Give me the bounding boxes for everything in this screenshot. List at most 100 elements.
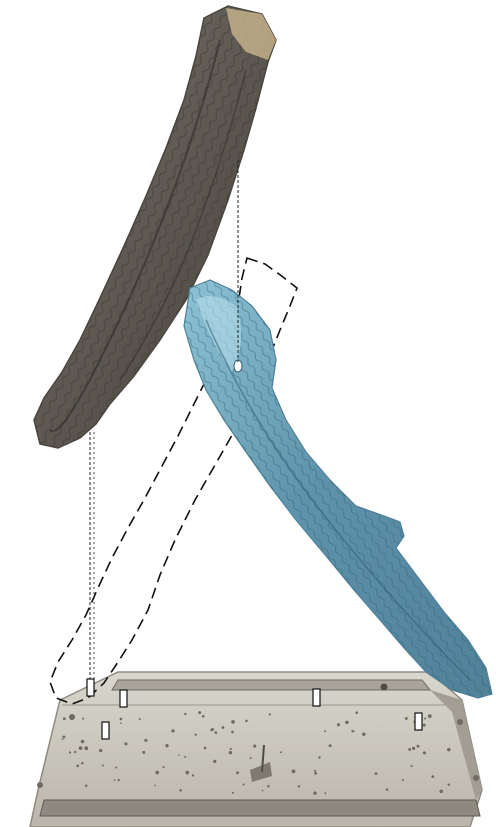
- plate-hole: [178, 754, 180, 756]
- plate-hole: [402, 779, 404, 781]
- plate-hole: [292, 770, 296, 774]
- plate-hole: [232, 792, 234, 794]
- plate-hole: [155, 771, 159, 775]
- plate-hole: [124, 742, 127, 745]
- plate-hole: [236, 771, 239, 774]
- plate-hole: [229, 751, 232, 754]
- plate-hole: [428, 714, 432, 718]
- plate-hole: [386, 788, 389, 791]
- plate-bolt: [37, 782, 43, 788]
- plate-hole: [165, 744, 168, 747]
- plate-hole: [99, 749, 102, 752]
- plate-hole: [269, 713, 271, 715]
- plate-hole: [120, 722, 122, 724]
- plate-hole: [202, 715, 205, 718]
- plate-hole: [314, 772, 317, 775]
- plate-hole: [120, 718, 123, 721]
- plate-hole: [314, 770, 316, 772]
- plate-hole: [324, 792, 326, 794]
- plate-bolt: [457, 719, 463, 725]
- plate-rail-front: [40, 800, 480, 816]
- plate-hole: [408, 748, 411, 751]
- plate-hole: [324, 730, 326, 732]
- plate-hole: [76, 765, 79, 768]
- plate-hole: [253, 745, 256, 748]
- plate-hole: [84, 746, 88, 750]
- plate-hole: [375, 772, 378, 775]
- plate-hole: [423, 751, 426, 754]
- plate-hole: [102, 764, 104, 766]
- plate-hole: [192, 774, 194, 776]
- plate-hole: [184, 756, 186, 758]
- plate-hole: [154, 785, 156, 787]
- alignment-marker-icon: [415, 713, 422, 730]
- plate-hole: [179, 789, 182, 792]
- plate-hole: [423, 724, 426, 727]
- alignment-marker-icon: [102, 722, 109, 739]
- plate-hole: [214, 731, 217, 734]
- plate-hole: [411, 765, 413, 767]
- plate-hole: [81, 740, 85, 744]
- plate-hole: [82, 718, 84, 720]
- plate-hole: [417, 745, 420, 748]
- plate-hole: [439, 790, 443, 794]
- plate-hole: [318, 756, 320, 758]
- mounting-plate: [30, 672, 482, 827]
- plate-bolt: [381, 684, 388, 691]
- plate-hole: [298, 785, 300, 787]
- plate-hole: [185, 771, 189, 775]
- plate-hole: [69, 751, 71, 753]
- plate-hole: [85, 785, 88, 788]
- plate-hole: [79, 746, 83, 750]
- plate-hole: [355, 711, 358, 714]
- plate-hole: [405, 717, 408, 720]
- plate-hole: [230, 748, 232, 750]
- plate-hole: [412, 747, 415, 750]
- plate-hole: [204, 747, 207, 750]
- plate-hole: [280, 751, 282, 753]
- plate-hole: [243, 783, 245, 785]
- plate-hole: [362, 732, 365, 735]
- plate-hole: [424, 717, 426, 719]
- plate-hole: [448, 783, 450, 785]
- plate-hole: [329, 744, 332, 747]
- plate-hole: [171, 729, 174, 732]
- plate-hole: [139, 718, 141, 720]
- plate-hole: [231, 731, 234, 734]
- plate-hole: [144, 739, 147, 742]
- plate-hole: [345, 721, 348, 724]
- alignment-marker-icon: [313, 689, 320, 706]
- plate-bolt: [473, 775, 479, 781]
- plate-hole: [118, 779, 120, 781]
- plate-hole: [81, 762, 83, 764]
- plate-hole: [262, 790, 264, 792]
- alignment-marker-icon: [87, 679, 94, 696]
- plate-hole: [213, 760, 216, 763]
- plate-hole: [163, 766, 165, 768]
- plate-hole: [142, 751, 145, 754]
- plate-hole: [245, 720, 248, 723]
- plate-hole: [210, 729, 212, 731]
- plate-hole: [115, 766, 117, 768]
- plate-hole: [62, 738, 64, 740]
- plate-hole: [62, 735, 65, 738]
- plate-hole: [351, 730, 353, 732]
- plate-hole: [198, 711, 201, 714]
- plate-bolt: [69, 714, 75, 720]
- alignment-marker-icon: [120, 690, 127, 707]
- plate-hole: [221, 726, 224, 729]
- plate-hole: [431, 775, 434, 778]
- 3d-scan-model-icon: [184, 280, 492, 698]
- plate-hole: [74, 751, 76, 753]
- plate-hole: [114, 779, 116, 781]
- plate-hole: [184, 713, 186, 715]
- plate-hole: [250, 757, 252, 759]
- plate-hole: [63, 717, 66, 720]
- plate-hole: [267, 785, 270, 788]
- plate-hole: [447, 748, 451, 752]
- plate-hole: [313, 791, 316, 794]
- plate-hole: [231, 720, 235, 724]
- plate-hole: [195, 733, 197, 735]
- plate-hole: [337, 723, 340, 726]
